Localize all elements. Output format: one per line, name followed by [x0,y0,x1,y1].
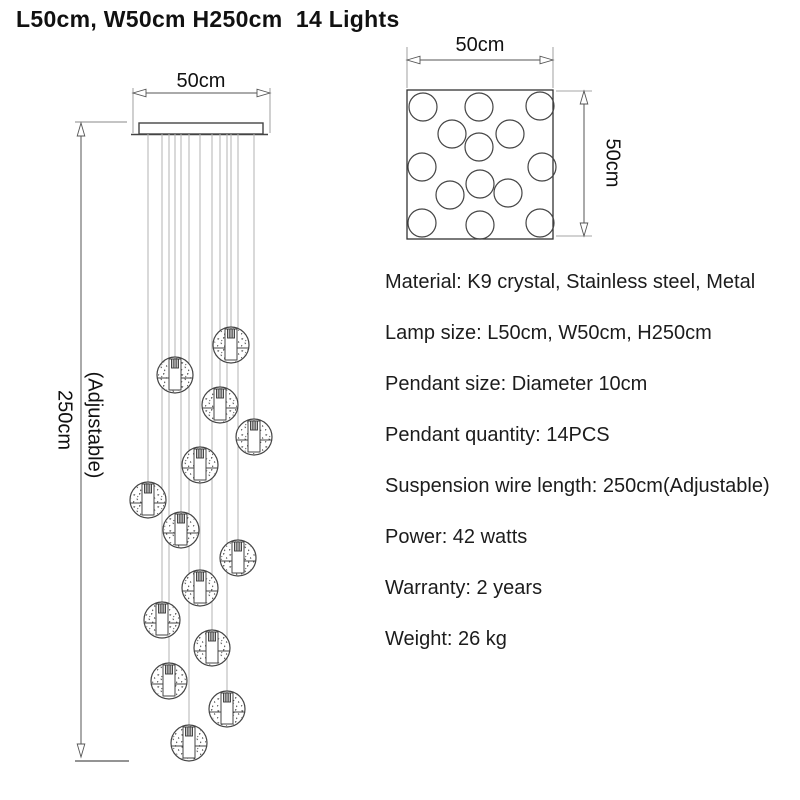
pendant [201,386,239,424]
spec-list: Material: K9 crystal, Stainless steel, M… [385,270,785,678]
pendant [208,690,246,728]
top-view-frame [406,89,554,240]
pendant-top-view-circle [464,132,494,162]
dimension-arrowhead [256,88,272,98]
pendant-top-view-circle [407,152,437,182]
pendant [143,601,181,639]
pendant-top-view-circle [465,210,495,240]
front-view-width-dimension-label: 50cm [176,70,226,92]
spec-line-pendant-quantity: Pendant quantity: 14PCS [385,424,610,446]
pendant [170,724,208,762]
spec-line-pendant-size: Pendant size: Diameter 10cm [385,373,648,395]
pendant [129,481,167,519]
pendant-top-view-circle [525,91,555,121]
pendant-top-view-circle [495,119,525,149]
dimension-arrowhead [405,55,421,65]
pendant-top-view-circle [435,180,465,210]
page-title: L50cm, W50cm H250cm 14 Lights [16,6,400,32]
pendant [219,539,257,577]
pendant-top-view-circle [493,178,523,208]
spec-line-weight: Weight: 26 kg [385,628,507,650]
front-view-drawing [75,88,273,762]
pendant-top-view-circle [527,152,557,182]
top-view-height-dimension-label: 50cm [601,138,624,188]
pendant [150,662,188,700]
dimension-arrowhead [579,222,589,238]
pendant [181,569,219,607]
pendant-top-view-circle [465,169,495,199]
pendant [181,446,219,484]
spec-line-material: Material: K9 crystal, Stainless steel, M… [385,271,756,293]
dimension-arrowhead [76,121,86,137]
pendant-top-view-circle [437,119,467,149]
spec-line-wire-length: Suspension wire length: 250cm(Adjustable… [385,475,770,497]
top-view-width-dimension-label: 50cm [455,34,505,56]
pendant [162,511,200,549]
dimension-arrowhead [76,743,86,759]
top-view-drawing [405,47,592,240]
pendant-top-view-circle [408,92,438,122]
spec-line-warranty: Warranty: 2 years [385,577,543,599]
dimension-arrowhead [131,88,147,98]
pendant [156,356,194,394]
dimension-arrowhead [579,89,589,105]
pendant-top-view-circle [407,208,437,238]
spec-line-power: Power: 42 watts [385,526,528,548]
ceiling-plate [138,122,264,135]
dimension-arrowhead [539,55,555,65]
spec-line-lamp-size: Lamp size: L50cm, W50cm, H250cm [385,322,712,344]
front-view-height-dimension-label: 250cm [53,389,76,451]
front-view-adjustable-label: (Adjustable) [83,371,106,479]
pendant [193,629,231,667]
pendant-top-view-circle [464,92,494,122]
pendant-top-view-circle [525,208,555,238]
pendant [235,418,273,456]
pendant [212,326,250,364]
